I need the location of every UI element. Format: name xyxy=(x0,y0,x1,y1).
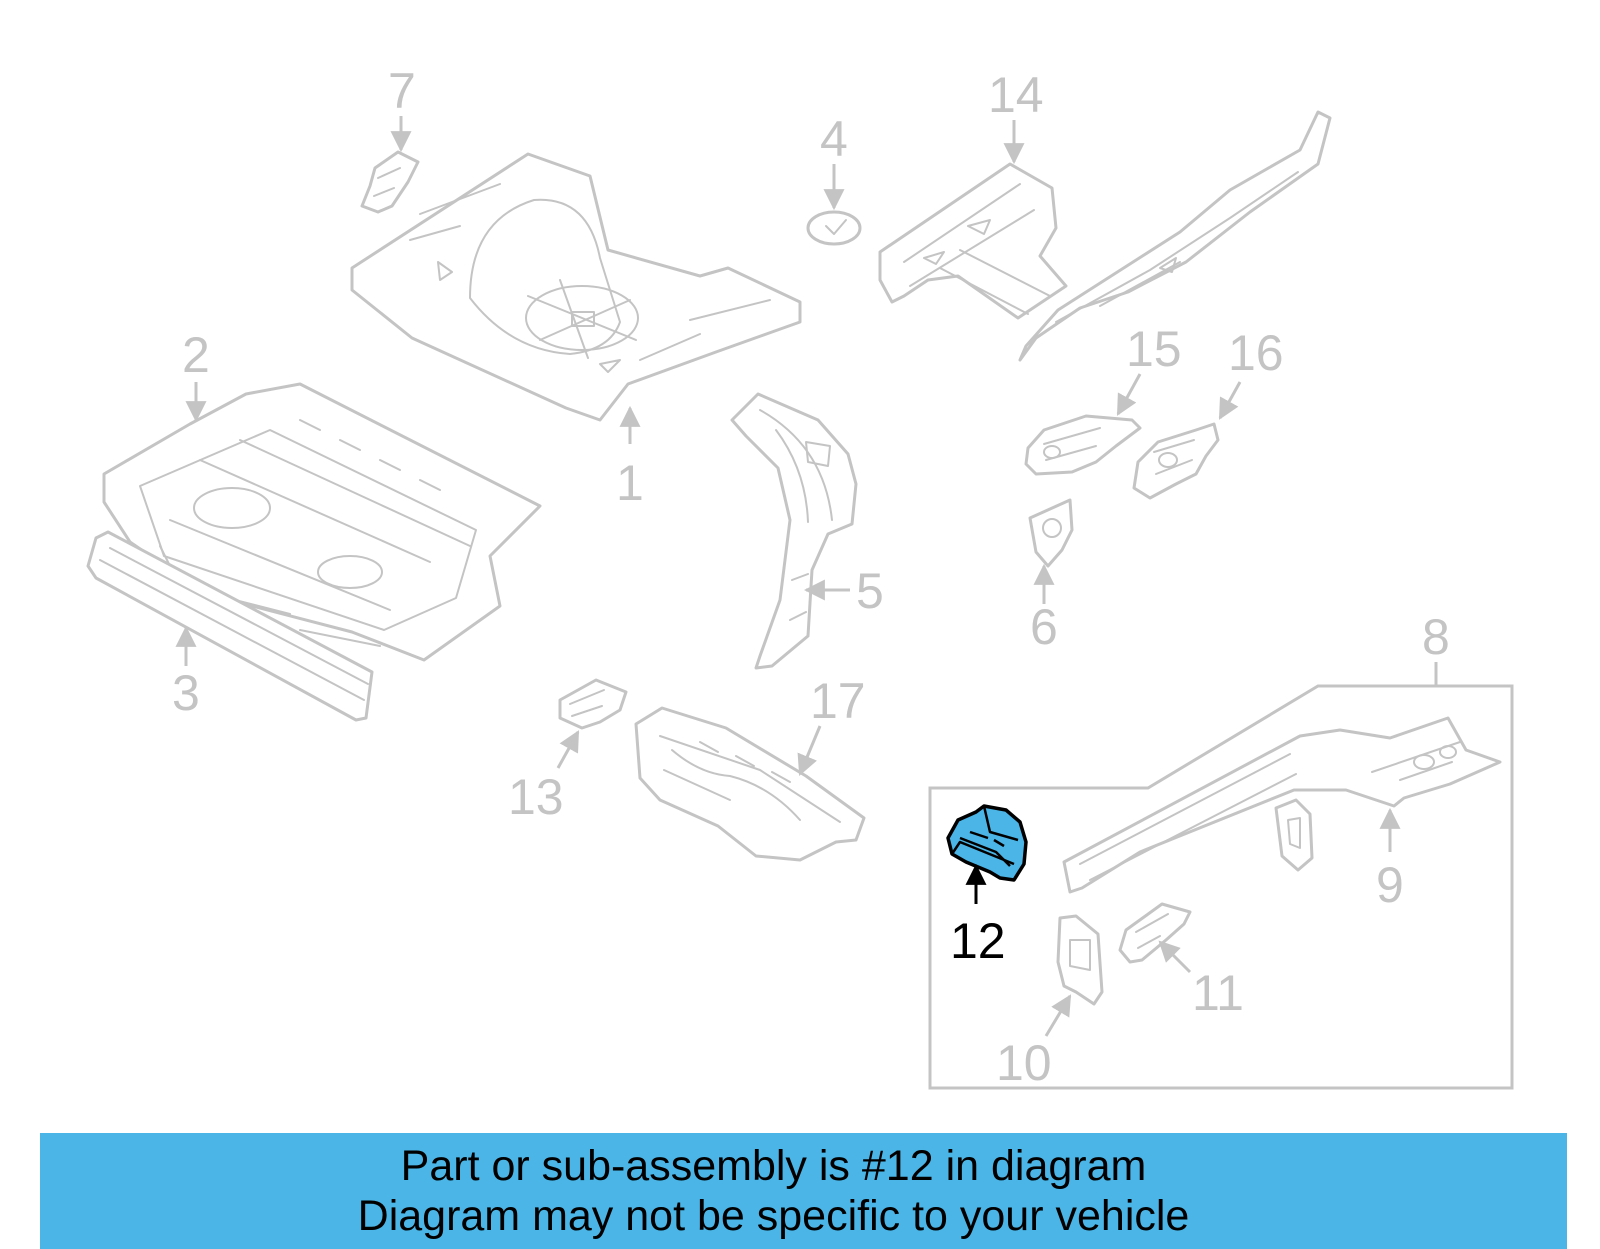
banner-line-disclaimer: Diagram may not be specific to your vehi… xyxy=(357,1192,1190,1240)
part-5-wheelhouse: 5 xyxy=(730,392,884,670)
part-10-plate: 10 xyxy=(996,914,1104,1091)
callout-11: 11 xyxy=(1192,965,1244,1021)
part-7-bracket: 7 xyxy=(360,63,420,214)
callout-9: 9 xyxy=(1376,857,1404,913)
part-15-bracket: 15 xyxy=(1024,321,1182,476)
callout-8: 8 xyxy=(1422,609,1450,665)
callout-1: 1 xyxy=(616,455,644,511)
part-11-bracket: 11 xyxy=(1118,902,1244,1021)
part-17-floor-section: 17 xyxy=(634,673,866,862)
banner-line-part-number: Part or sub-assembly is #12 in diagram xyxy=(400,1142,1147,1190)
callout-6: 6 xyxy=(1030,599,1058,655)
part-1-rear-floor-pan: 1 xyxy=(350,152,802,511)
parts-diagram: 7 1 2 3 4 xyxy=(86,63,1514,1091)
callout-7: 7 xyxy=(388,63,416,119)
callout-4: 4 xyxy=(820,111,848,167)
info-banner: Part or sub-assembly is #12 in diagram D… xyxy=(40,1133,1567,1249)
part-13-bracket: 13 xyxy=(508,678,628,825)
callout-10: 10 xyxy=(996,1035,1052,1091)
part-9-side-member: 9 xyxy=(1062,716,1502,913)
callout-13: 13 xyxy=(508,769,564,825)
part-14-crossmember: 14 xyxy=(878,67,1332,362)
callout-15: 15 xyxy=(1126,321,1182,377)
callout-2: 2 xyxy=(182,327,210,383)
callout-14: 14 xyxy=(988,67,1044,123)
part-12-highlighted: 12 xyxy=(946,804,1028,969)
callout-17: 17 xyxy=(810,673,866,729)
part-3-long-rail: 3 xyxy=(86,530,374,722)
callout-3: 3 xyxy=(172,665,200,721)
callout-12: 12 xyxy=(950,913,1006,969)
part-6-gusset: 6 xyxy=(1028,498,1074,655)
part-8-assembly-box: 8 xyxy=(928,609,1514,1090)
callout-16: 16 xyxy=(1228,325,1284,381)
part-4-plug: 4 xyxy=(806,111,862,246)
callout-5: 5 xyxy=(856,563,884,619)
part-16-bracket: 16 xyxy=(1132,325,1284,500)
